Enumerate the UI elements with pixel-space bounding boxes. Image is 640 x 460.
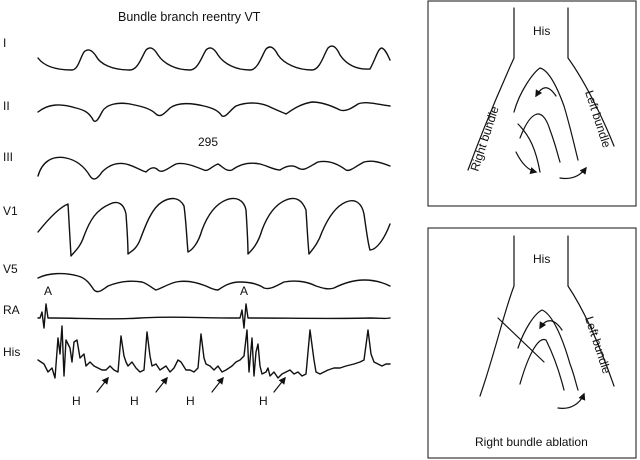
bottom-left-bundle-label: Left bundle — [582, 315, 614, 376]
circuit-arrow-up — [535, 87, 557, 98]
lead-label-V5: V5 — [3, 262, 18, 276]
ablation-panel — [427, 227, 637, 459]
ablation-caption: Right bundle ablation — [475, 435, 588, 449]
his-arrow-3 — [211, 376, 224, 393]
normal-circuit-diagram — [467, 7, 615, 173]
lead-label-II: II — [3, 99, 10, 113]
atrial-marker-2: A — [240, 284, 248, 298]
trace-lead-III — [37, 156, 391, 180]
his-marker-2: H — [130, 394, 139, 408]
top-his-label: His — [533, 24, 550, 38]
ablation-diagram — [479, 235, 615, 397]
trace-lead-V5 — [37, 272, 391, 293]
figure-title: Bundle branch reentry VT — [118, 10, 261, 24]
circuit-arrow-return — [559, 166, 587, 180]
trace-lead-RA — [37, 303, 391, 329]
his-arrow-4 — [273, 376, 286, 393]
lead-label-V1: V1 — [3, 204, 18, 218]
trace-lead-II — [37, 101, 391, 122]
ablation-arrow-up — [539, 320, 563, 331]
ablation-arrow-return — [557, 392, 586, 409]
trace-lead-V1 — [37, 197, 391, 257]
his-arrow-1 — [96, 376, 109, 393]
lead-label-I: I — [3, 36, 6, 50]
normal-circuit-panel — [427, 0, 637, 207]
his-arrow-2 — [155, 376, 168, 393]
lead-label-RA: RA — [3, 303, 20, 317]
trace-lead-His — [37, 325, 391, 379]
circuit-arrow-down — [515, 151, 538, 175]
trace-lead-I — [37, 45, 391, 71]
top-left-bundle-label: Left bundle — [582, 89, 614, 150]
his-marker-1: H — [72, 394, 81, 408]
right-bundle-label: Right bundle — [468, 104, 502, 173]
his-marker-3: H — [186, 394, 195, 408]
bottom-his-label: His — [533, 252, 550, 266]
lead-label-His: His — [3, 345, 20, 359]
atrial-marker-1: A — [44, 284, 52, 298]
interval-label: 295 — [198, 135, 218, 149]
lead-label-III: III — [3, 150, 13, 164]
his-marker-4: H — [259, 394, 268, 408]
